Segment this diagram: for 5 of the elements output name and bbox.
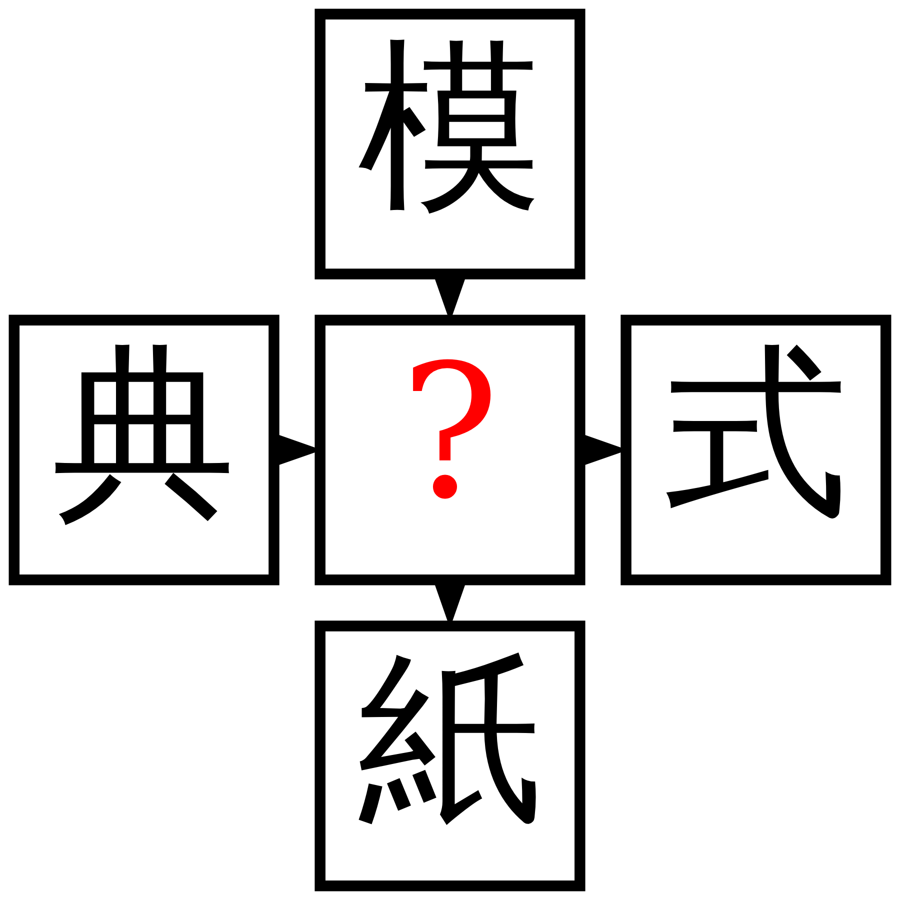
node-box: 紙 [314,620,586,892]
node-box: ? [314,314,586,586]
node-box: 典 [8,314,280,586]
node-box: 模 [314,8,586,280]
node-box: 式 [620,314,892,586]
